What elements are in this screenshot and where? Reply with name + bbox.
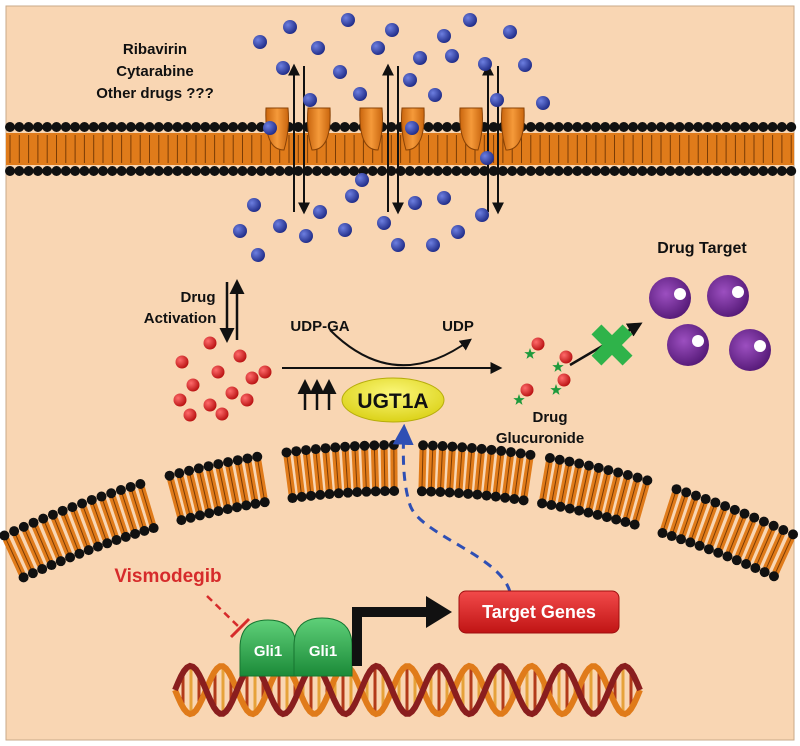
vismodegib-label: Vismodegib xyxy=(114,566,221,587)
udp-ga-label: UDP-GA xyxy=(290,318,349,335)
regulation-dashed-arrow xyxy=(392,423,512,593)
target-genes-label: Target Genes xyxy=(482,602,596,622)
gli1-protein-2 xyxy=(293,617,353,677)
drug-glucuronide-molecules xyxy=(513,337,573,405)
nuclear-membrane xyxy=(0,440,799,583)
udp-label: UDP xyxy=(442,318,474,335)
drug-list-line-3: Other drugs ??? xyxy=(96,85,214,102)
drug-target-proteins xyxy=(649,275,771,371)
drug-list-line-1: Ribavirin xyxy=(123,41,187,58)
transcription-start-arrow xyxy=(352,607,430,666)
plasma-membrane xyxy=(5,122,797,176)
drug-target-label: Drug Target xyxy=(657,240,747,257)
gli1-label-2: Gli1 xyxy=(309,643,337,660)
cytoplasm-panel xyxy=(5,5,795,741)
activation-label-line-2: Activation xyxy=(144,310,217,327)
inhibition-dashed-line xyxy=(206,595,241,629)
drug-activation-arrows xyxy=(219,279,245,343)
drug-transporters xyxy=(265,63,525,215)
glucuronide-label-line-1: Drug xyxy=(533,409,568,426)
ugt1a-label: UGT1A xyxy=(357,390,428,413)
ugt1a-enzyme xyxy=(341,377,445,423)
drug-list-line-2: Cytarabine xyxy=(116,63,194,80)
glucuronidation-reaction-arrow xyxy=(282,329,503,374)
activated-drug-molecules xyxy=(173,336,272,422)
activation-label-line-1: Drug xyxy=(181,289,216,306)
target-genes-box xyxy=(458,590,620,634)
induction-up-arrows xyxy=(297,379,337,410)
transcription-arrowhead xyxy=(426,596,452,628)
gli1-label-1: Gli1 xyxy=(254,643,282,660)
inhibition-bar xyxy=(229,617,251,639)
drug-molecules xyxy=(233,13,550,262)
glucuronide-label-line-2: Glucuronide xyxy=(496,430,584,447)
blocked-cross-icon xyxy=(591,324,633,366)
